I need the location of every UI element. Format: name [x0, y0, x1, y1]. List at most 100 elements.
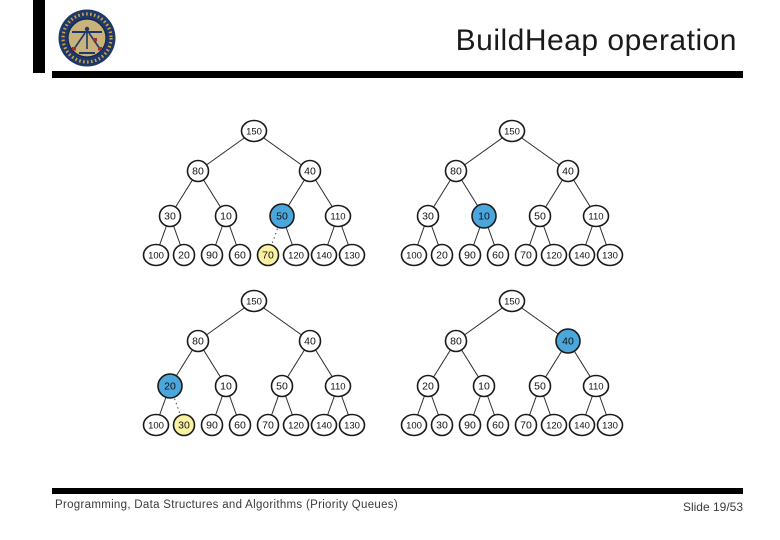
heap-node-130: 130	[596, 243, 624, 267]
svg-text:140: 140	[574, 421, 590, 432]
heap-node-110: 110	[324, 374, 352, 398]
heap-node-80: 80	[186, 159, 210, 183]
heap-node-80: 80	[444, 329, 468, 353]
footer-rule	[52, 488, 743, 494]
heap-node-120: 120	[282, 413, 310, 437]
svg-text:130: 130	[602, 421, 618, 432]
svg-text:60: 60	[234, 250, 246, 262]
svg-text:80: 80	[450, 166, 462, 178]
heap-node-110: 110	[582, 374, 610, 398]
heap-node-150: 150	[498, 289, 526, 313]
svg-text:120: 120	[546, 251, 562, 262]
heap-node-10: 10	[214, 204, 238, 228]
svg-text:140: 140	[316, 421, 332, 432]
svg-text:100: 100	[406, 251, 422, 262]
heap-node-140: 140	[568, 243, 596, 267]
heap-node-60: 60	[486, 243, 510, 267]
svg-text:30: 30	[436, 420, 448, 432]
svg-text:150: 150	[504, 297, 520, 308]
heap-node-140: 140	[310, 413, 338, 437]
svg-text:30: 30	[422, 211, 434, 223]
svg-text:70: 70	[520, 250, 532, 262]
footer-course-label: Programming, Data Structures and Algorit…	[55, 499, 398, 511]
heap-node-30: 30	[430, 413, 454, 437]
heap-node-90: 90	[200, 243, 224, 267]
heap-node-100: 100	[400, 243, 428, 267]
svg-text:110: 110	[330, 382, 345, 393]
heap-node-20: 20	[430, 243, 454, 267]
heap-node-10: 10	[472, 374, 496, 398]
heap-node-50-blue: 50	[269, 203, 295, 229]
header-left-bar	[33, 0, 45, 73]
heap-node-70: 70	[256, 413, 280, 437]
svg-text:30: 30	[164, 211, 176, 223]
svg-text:70: 70	[262, 420, 274, 432]
heap-node-50: 50	[528, 204, 552, 228]
slide-number: Slide 19/53	[682, 500, 743, 514]
heap-node-30: 30	[416, 204, 440, 228]
svg-text:120: 120	[288, 251, 304, 262]
heap-node-60: 60	[228, 243, 252, 267]
svg-text:130: 130	[602, 251, 618, 262]
heap-node-60: 60	[228, 413, 252, 437]
svg-text:130: 130	[344, 251, 360, 262]
svg-text:100: 100	[148, 251, 164, 262]
svg-text:40: 40	[562, 166, 574, 178]
heap-node-120: 120	[540, 413, 568, 437]
heap-node-40: 40	[298, 329, 322, 353]
svg-text:110: 110	[588, 212, 603, 223]
heap-node-40: 40	[298, 159, 322, 183]
svg-text:140: 140	[316, 251, 332, 262]
heap-node-70: 70	[514, 243, 538, 267]
heap-node-20: 20	[416, 374, 440, 398]
svg-text:20: 20	[178, 250, 190, 262]
svg-text:20: 20	[436, 250, 448, 262]
svg-text:90: 90	[464, 250, 476, 262]
heap-node-80: 80	[186, 329, 210, 353]
heap-node-40-blue: 40	[555, 328, 581, 354]
svg-text:130: 130	[344, 421, 360, 432]
heap-node-40: 40	[556, 159, 580, 183]
header-rule	[52, 71, 743, 78]
svg-text:150: 150	[246, 297, 262, 308]
heap-node-60: 60	[486, 413, 510, 437]
heap-node-20-blue: 20	[157, 373, 183, 399]
svg-text:120: 120	[546, 421, 562, 432]
svg-text:10: 10	[220, 211, 232, 223]
svg-text:60: 60	[492, 250, 504, 262]
heap-node-30-yellow: 30	[172, 413, 196, 437]
svg-text:90: 90	[206, 250, 218, 262]
buildheap-step-2-svg: 150 80 40 30 10 50 110 100 20 90 60 70 120 140 130	[400, 119, 624, 267]
heap-node-130: 130	[338, 413, 366, 437]
svg-text:100: 100	[148, 421, 164, 432]
heap-node-130: 130	[596, 413, 624, 437]
svg-text:10: 10	[478, 381, 490, 393]
heap-node-80: 80	[444, 159, 468, 183]
svg-text:110: 110	[588, 382, 603, 393]
svg-text:20: 20	[164, 381, 176, 393]
svg-text:40: 40	[304, 336, 316, 348]
svg-text:50: 50	[276, 211, 288, 223]
heap-node-70-yellow: 70	[256, 243, 280, 267]
heap-node-150: 150	[498, 119, 526, 143]
svg-text:10: 10	[478, 211, 490, 223]
svg-text:60: 60	[492, 420, 504, 432]
heap-node-140: 140	[568, 413, 596, 437]
heap-node-90: 90	[200, 413, 224, 437]
heap-node-130: 130	[338, 243, 366, 267]
svg-text:70: 70	[262, 250, 274, 262]
svg-text:140: 140	[574, 251, 590, 262]
heap-node-110: 110	[324, 204, 352, 228]
heap-node-140: 140	[310, 243, 338, 267]
svg-text:20: 20	[422, 381, 434, 393]
svg-text:90: 90	[464, 420, 476, 432]
heap-node-150: 150	[240, 289, 268, 313]
svg-text:80: 80	[450, 336, 462, 348]
